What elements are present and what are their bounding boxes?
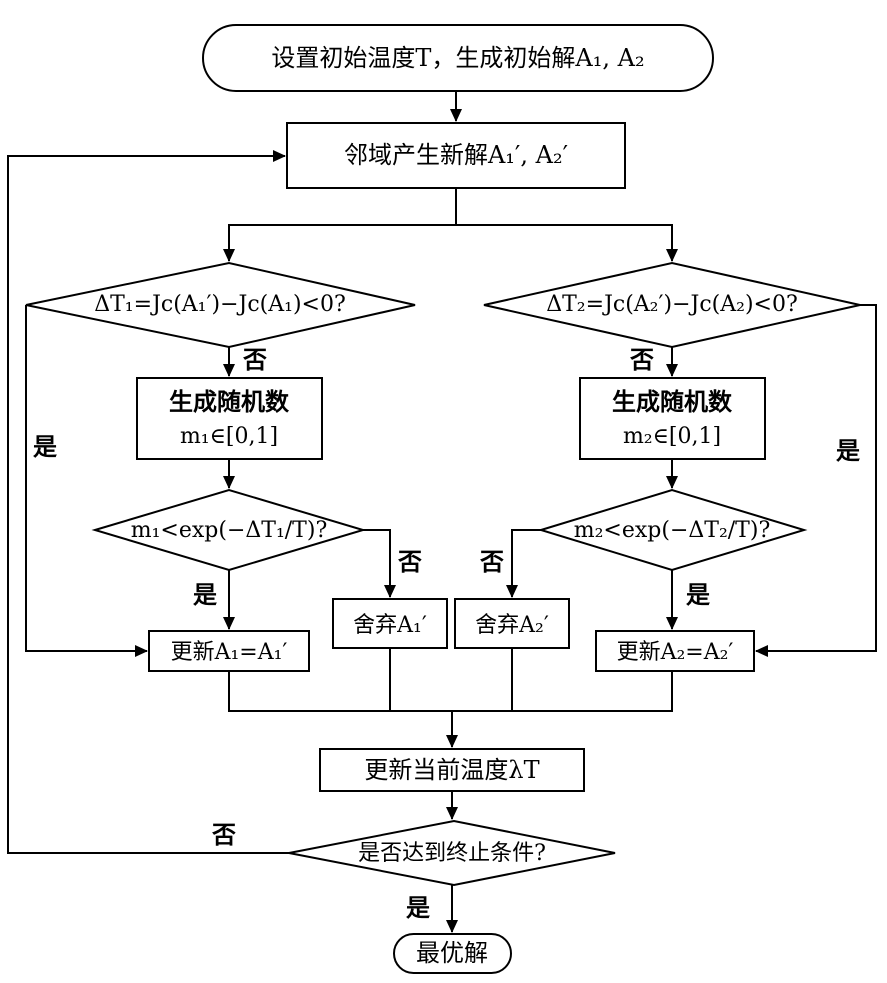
edge-stop-no-loop: [7, 150, 289, 854]
random-1-range: m₁∈[0,1]: [180, 424, 278, 449]
update-temperature: 更新当前温度λT: [319, 748, 585, 792]
decision-delta-2: ΔT₂=Jc(A₂′)−Jc(A₂)<0?: [483, 261, 861, 349]
random-2-title: 生成随机数: [612, 387, 733, 416]
decision-delta-2-text: ΔT₂=Jc(A₂′)−Jc(A₂)<0?: [546, 292, 798, 317]
edge-decision-2-yes-to-update-2: [755, 304, 877, 657]
label-accept-1-yes: 是: [193, 580, 217, 609]
label-decision-2-no: 否: [629, 345, 654, 374]
discard-2-text: 舍弃A₂′: [475, 613, 549, 638]
edge-neighborhood-to-decision-1: [223, 188, 457, 262]
update-1-text: 更新A₁=A₁′: [171, 640, 288, 665]
start-terminal: 设置初始温度T，生成初始解A₁, A₂: [202, 24, 714, 92]
decision-delta-1: ΔT₁=Jc(A₁′)−Jc(A₁)<0?: [25, 261, 416, 349]
decision-accept-1-text: m₁<exp(−ΔT₁/T)?: [131, 518, 328, 543]
discard-1-text: 舍弃A₁′: [353, 613, 427, 638]
edge-accept-2-to-discard-2: [506, 529, 541, 598]
decision-accept-2-text: m₂<exp(−ΔT₂/T)?: [574, 518, 771, 543]
random-number-1: 生成随机数 m₁∈[0,1]: [136, 377, 323, 460]
label-accept-1-no: 否: [397, 547, 422, 576]
decision-accept-1: m₁<exp(−ΔT₁/T)?: [91, 488, 367, 572]
label-stop-no: 否: [211, 820, 236, 849]
end-terminal: 最优解: [393, 933, 512, 974]
decision-accept-2: m₂<exp(−ΔT₂/T)?: [537, 488, 808, 572]
decision-delta-1-text: ΔT₁=Jc(A₁′)−Jc(A₁)<0?: [94, 292, 346, 317]
neighborhood-process: 邻域产生新解A₁′, A₂′: [286, 122, 626, 189]
update-2-text: 更新A₂=A₂′: [617, 640, 734, 665]
label-accept-2-yes: 是: [686, 580, 710, 609]
random-number-2: 生成随机数 m₂∈[0,1]: [579, 377, 766, 460]
edge-accept-1-to-discard-1: [363, 529, 396, 598]
start-text: 设置初始温度T，生成初始解A₁, A₂: [271, 44, 644, 72]
edge-neighborhood-to-decision-2: [456, 224, 678, 262]
update-2: 更新A₂=A₂′: [595, 630, 755, 672]
label-decision-2-yes: 是: [836, 436, 860, 465]
random-2-range: m₂∈[0,1]: [623, 424, 721, 449]
edge-merge-bus: [228, 671, 673, 712]
discard-1: 舍弃A₁′: [332, 598, 448, 649]
label-decision-1-yes: 是: [33, 432, 57, 461]
random-1-title: 生成随机数: [169, 387, 290, 416]
label-stop-yes: 是: [406, 893, 430, 922]
decision-stop-text: 是否达到终止条件?: [358, 841, 546, 866]
discard-2: 舍弃A₂′: [454, 598, 570, 649]
neighborhood-text: 邻域产生新解A₁′, A₂′: [344, 141, 568, 169]
edge-decision-1-yes-to-update-1: [25, 305, 148, 657]
label-accept-2-no: 否: [479, 547, 504, 576]
update-temperature-text: 更新当前温度λT: [364, 756, 539, 784]
label-decision-1-no: 否: [242, 345, 267, 374]
update-1: 更新A₁=A₁′: [148, 630, 310, 672]
end-text: 最优解: [416, 939, 488, 967]
decision-stop: 是否达到终止条件?: [288, 819, 616, 887]
